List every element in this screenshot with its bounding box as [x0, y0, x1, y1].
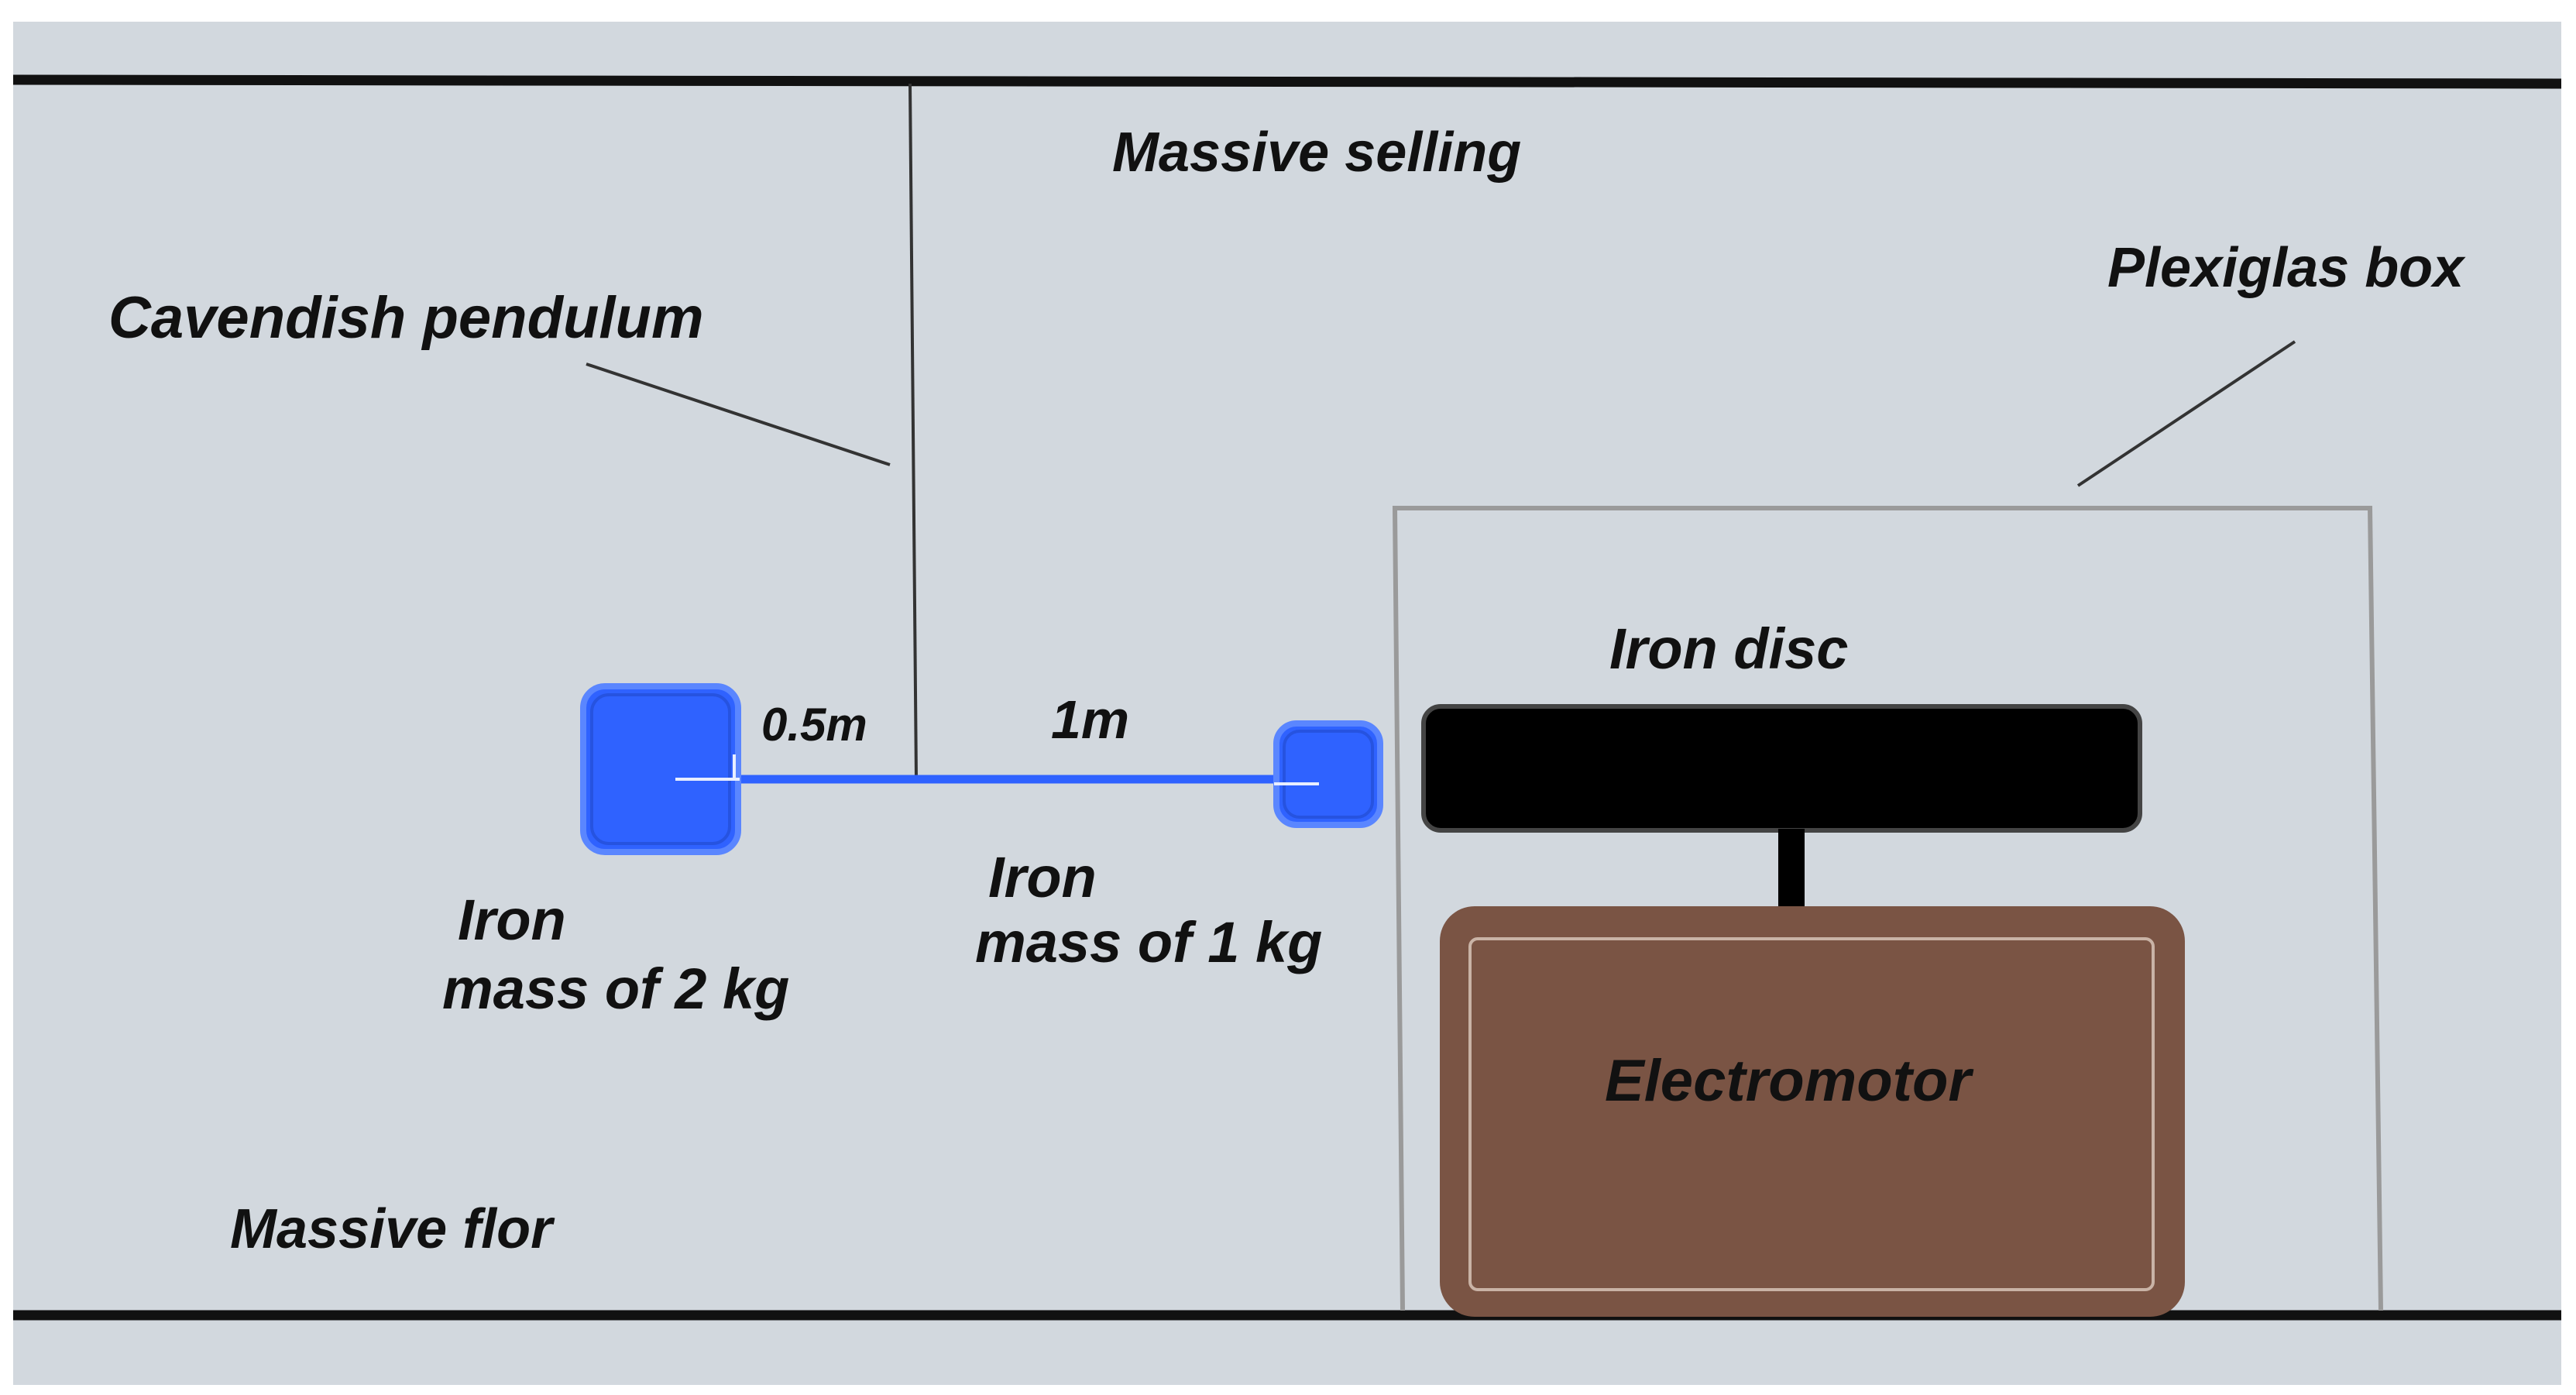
iron-disc: [1421, 704, 2142, 833]
mass-1kg-label-line1: Iron: [988, 845, 1097, 909]
motor-shaft: [1778, 829, 1805, 908]
mass-1kg-label-line2: mass of 1 kg: [975, 910, 1322, 974]
electromotor-inner-outline: [1468, 937, 2155, 1291]
plexiglas-box: [1392, 506, 2383, 1311]
suspension-thread: [908, 83, 918, 780]
disc-label: Iron disc: [1609, 617, 1848, 681]
pendulum-label: Cavendish pendulum: [108, 285, 704, 351]
long-arm-label: 1m: [1051, 689, 1129, 750]
short-arm-label: 0.5m: [761, 699, 867, 751]
iron-mass-1kg-inner: [1283, 730, 1374, 819]
ceiling-line: [12, 74, 2562, 89]
floor-label: Massive flor: [230, 1198, 555, 1260]
iron-mass-1kg: [1273, 720, 1383, 828]
ceiling-label: Massive selling: [1112, 122, 1521, 184]
box-pointer-line: [2076, 340, 2296, 487]
electromotor: [1440, 906, 2185, 1317]
iron-mass-2kg-inner: [590, 693, 731, 845]
box-label: Plexiglas box: [2107, 237, 2466, 299]
iron-mass-2kg: [580, 683, 741, 855]
electromotor-label: Electromotor: [1605, 1048, 1974, 1114]
mass-2kg-label-line1: Iron: [458, 888, 566, 952]
pendulum-pointer-line: [586, 362, 891, 466]
mass-2kg-label-line2: mass of 2 kg: [442, 957, 789, 1021]
